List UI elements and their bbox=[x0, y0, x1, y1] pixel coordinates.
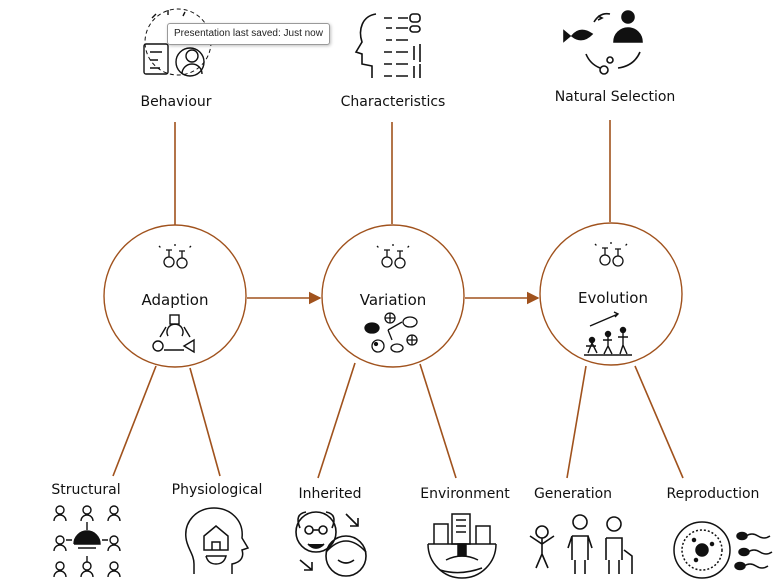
label-environment: Environment bbox=[420, 486, 510, 502]
city-globe-icon bbox=[427, 513, 497, 579]
connector-evolution-generation bbox=[566, 365, 587, 479]
label-characteristics: Characteristics bbox=[341, 94, 446, 110]
hub-adaption[interactable]: Adaption bbox=[103, 224, 247, 368]
head-profile-list-icon bbox=[354, 13, 421, 78]
hub-label-variation: Variation bbox=[360, 291, 427, 309]
connector-variation-inherited bbox=[317, 362, 356, 479]
head-house-icon bbox=[185, 507, 250, 574]
node-inherited[interactable]: Inherited bbox=[295, 486, 367, 577]
node-characteristics[interactable]: Characteristics bbox=[341, 13, 446, 110]
label-behaviour: Behaviour bbox=[140, 94, 211, 110]
family-generations-icon bbox=[529, 514, 633, 574]
connectors bbox=[112, 120, 684, 479]
label-reproduction: Reproduction bbox=[667, 486, 760, 502]
label-physiological: Physiological bbox=[172, 482, 263, 498]
hub-label-adaption: Adaption bbox=[142, 291, 209, 309]
cells-variety-icon bbox=[364, 312, 418, 353]
node-generation[interactable]: Generation bbox=[529, 486, 633, 574]
human-evolution-icon bbox=[584, 311, 632, 356]
label-natural-selection: Natural Selection bbox=[555, 89, 676, 105]
team-structure-icon bbox=[53, 505, 121, 578]
label-inherited: Inherited bbox=[298, 486, 361, 502]
node-physiological[interactable]: Physiological bbox=[172, 482, 263, 574]
save-status-tooltip: Presentation last saved: Just now bbox=[167, 23, 330, 45]
hub-label-evolution: Evolution bbox=[578, 289, 648, 307]
connector-adaption-structural bbox=[112, 365, 157, 477]
label-generation: Generation bbox=[534, 486, 612, 502]
flask-icon bbox=[594, 242, 628, 267]
node-natural-selection[interactable]: Natural Selection bbox=[555, 10, 676, 105]
inherited-faces-icon bbox=[295, 511, 367, 577]
shapes-cycle-icon bbox=[152, 314, 195, 354]
connector-variation-environment bbox=[419, 363, 457, 479]
hub-variation[interactable]: Variation bbox=[321, 224, 465, 368]
connector-adaption-physiological bbox=[189, 367, 221, 477]
node-environment[interactable]: Environment bbox=[420, 486, 510, 579]
natural-selection-cycle-icon bbox=[563, 10, 643, 75]
flask-icon bbox=[376, 244, 410, 269]
node-reproduction[interactable]: Reproduction bbox=[667, 486, 773, 579]
cell-sperm-icon bbox=[673, 521, 773, 579]
hub-evolution[interactable]: Evolution bbox=[539, 222, 683, 366]
flask-icon bbox=[158, 244, 192, 269]
label-structural: Structural bbox=[51, 482, 120, 498]
connector-evolution-reproduction bbox=[634, 365, 684, 479]
node-structural[interactable]: Structural bbox=[51, 482, 121, 578]
